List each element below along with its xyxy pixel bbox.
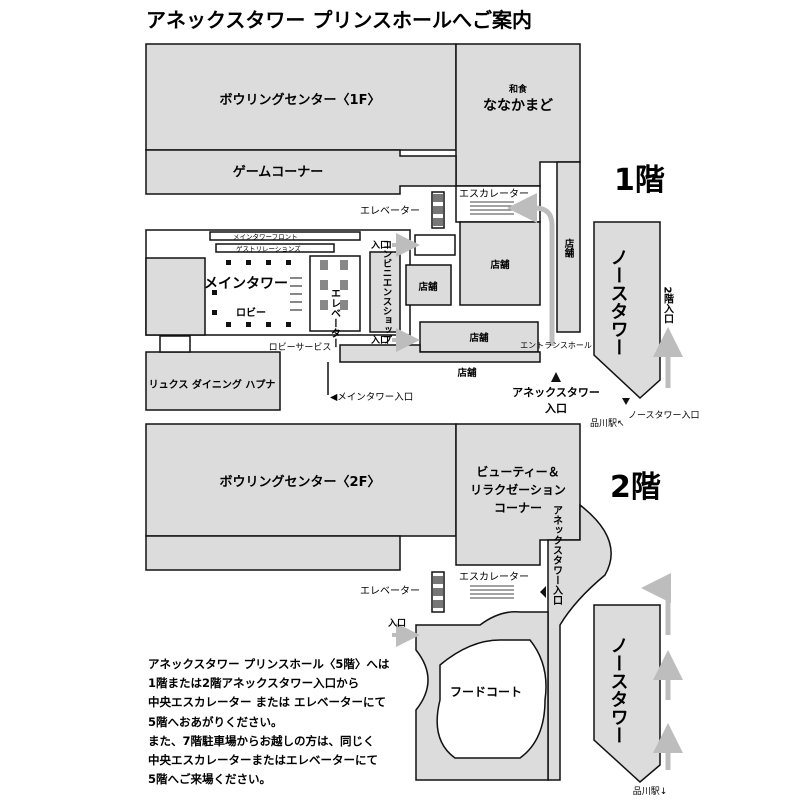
bowling-2f-label: ボウリングセンター〈2F〉: [220, 474, 381, 490]
main-tower-entrance-label: ◀メインタワー入口: [330, 392, 413, 403]
page-title: アネックスタワー プリンスホールへご案内: [146, 8, 532, 32]
annex-entrance-label-2: 入口: [545, 402, 567, 415]
lux-dining: [145, 351, 281, 411]
floor-2-map: [145, 423, 661, 783]
elevator-2f-label: エレベーター: [360, 585, 420, 597]
north-tower-entrance-label: ノースタワー入口: [628, 410, 700, 421]
elevator-vertical-label: エレベーター: [329, 288, 341, 348]
bowling-2f-lower: [145, 535, 401, 571]
note-line: 1階または2階アネックスタワー入口から: [148, 676, 360, 691]
note-line: また、7階駐車場からお越しの方は、同じく: [148, 733, 375, 748]
annex-tower-band: [547, 503, 612, 781]
note-line: 中央エスカレーター または エレベーターにて: [148, 695, 387, 710]
north-tower-2f: [593, 604, 661, 783]
annex-entrance-2f-marker: [540, 586, 546, 598]
entrance-hall-label: エントランスホール: [520, 341, 592, 350]
shop-a: [405, 264, 452, 306]
north-tower-2f-label: ノースタワー: [608, 636, 629, 744]
escalator-1f-label: エスカレーター: [459, 188, 529, 200]
entrance-lower-label: 入口: [370, 335, 389, 346]
note-line: アネックスタワー プリンスホール〈5階〉へは: [148, 657, 390, 671]
shop-c: [419, 321, 539, 353]
shop-a-label: 店舗: [418, 281, 438, 293]
main-tower-label: メインタワー: [204, 276, 288, 292]
floor-2-label: 2階: [610, 470, 661, 505]
north-entrance-marker: [622, 398, 630, 405]
lobby-service-label: ロビーサービス: [269, 342, 332, 353]
annex-tower-entrance-label: アネックスタワー入口: [551, 505, 563, 605]
shinagawa-2f-label: 品川駅↓: [633, 786, 668, 797]
guest-relations-label: ゲストリレーションズ: [236, 244, 301, 253]
beauty-label-2: リラクゼーション: [470, 482, 566, 497]
elevator-1f-label: エレベーター: [360, 205, 420, 217]
second-floor-entrance-label: 2階入口: [662, 287, 674, 324]
main-tower-block: [145, 257, 206, 336]
shop-d: [339, 344, 541, 363]
shop-right-block: [556, 161, 581, 333]
shop-c-label: 店舗: [469, 332, 489, 344]
north-arrow-2f-c: [641, 573, 672, 635]
route-arrow-1f: [507, 193, 555, 346]
entrance-2f-label: 入口: [387, 618, 406, 629]
elevator-bank: [309, 255, 361, 332]
bowling-1f-label: ボウリングセンター〈1F〉: [220, 92, 381, 108]
front-desk-bar: [209, 231, 361, 241]
floor-1-labels: 1階 ボウリングセンター〈1F〉 和食 ななかまど ゲームコーナー エスカレータ…: [149, 83, 700, 429]
north-tower-1f: [593, 221, 661, 400]
beauty-label-3: コーナー: [494, 501, 542, 515]
shop-b-label: 店舗: [490, 259, 510, 271]
beauty-relaxation: [455, 423, 581, 566]
note-line: 5階へご来場ください。: [148, 772, 272, 787]
lobby-pillar: [159, 335, 191, 353]
food-court-inner: [436, 639, 547, 759]
access-note: アネックスタワー プリンスホール〈5階〉へは 1階または2階アネックスタワー入口…: [148, 655, 418, 789]
note-line: 5階へおあがりください。: [148, 714, 283, 729]
annex-entrance-label-1: アネックスタワー: [512, 386, 600, 399]
entrance-upper-label: 入口: [370, 240, 389, 251]
game-corner-label: ゲームコーナー: [233, 164, 324, 180]
floor-1-details: [212, 193, 683, 405]
floor-2-details: [392, 573, 683, 770]
guest-relations-bar: [215, 243, 335, 253]
floor-1-map: [145, 43, 661, 411]
entrance-box: [414, 234, 456, 256]
washoku-label: ななかまど: [483, 98, 553, 114]
annex-entrance-marker: [551, 372, 561, 382]
escalator-2f-label: エスカレーター: [459, 571, 529, 583]
north-tower-1f-label: ノースタワー: [608, 248, 629, 356]
main-front-label: メインタワーフロント: [233, 232, 298, 241]
note-line: 中央エスカレーターまたはエレベーターにて: [148, 753, 378, 768]
lux-dining-label: リュクス ダイニング ハプナ: [149, 378, 276, 391]
floor-1-label: 1階: [614, 163, 665, 198]
beauty-label-1: ビューティー＆: [476, 464, 559, 479]
convenience-label: コンビニエンスショップ: [381, 240, 393, 345]
floor-2-labels: 2階 ボウリングセンター〈2F〉 ビューティー＆ リラクゼーション コーナー エ…: [220, 464, 668, 797]
lobby-label: ロビー: [236, 306, 266, 319]
shop-b: [459, 221, 541, 306]
washoku-small-label: 和食: [508, 83, 528, 95]
convenience-store: [369, 251, 401, 333]
shop-right-label: 店舗: [563, 238, 576, 259]
shinagawa-1f-label: 品川駅↖: [590, 418, 625, 429]
food-court-label: フードコート: [450, 685, 522, 699]
shop-d-label: 店舗: [457, 367, 477, 379]
